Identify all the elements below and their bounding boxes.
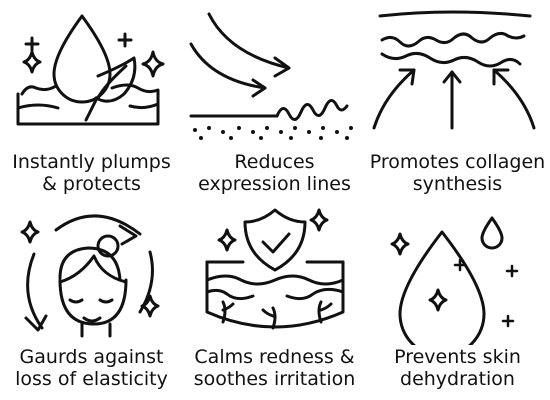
benefit-dehydration: Prevents skin dehydration — [366, 200, 549, 400]
caption-line-2: loss of elasticity — [15, 368, 168, 390]
drop-leaf-skin-icon — [0, 0, 183, 145]
water-drop-icon — [366, 200, 549, 345]
caption-line-2: expression lines — [198, 173, 351, 195]
caption-line-2: synthesis — [412, 173, 503, 195]
caption-line-1: Prevents skin — [394, 346, 521, 368]
caption-line-1: Promotes collagen — [369, 151, 546, 173]
benefit-caption: Reduces expression lines — [183, 151, 366, 195]
benefit-caption: Calms redness & soothes irritation — [183, 346, 366, 390]
collagen-arrows-icon — [366, 0, 549, 145]
benefit-collagen: Promotes collagen synthesis — [366, 0, 549, 200]
caption-line-2: soothes irritation — [193, 368, 356, 390]
benefit-calms-redness: Calms redness & soothes irritation — [183, 200, 366, 400]
caption-line-1: Reduces — [234, 151, 315, 173]
caption-line-2: dehydration — [400, 368, 515, 390]
face-cycle-icon — [0, 200, 183, 345]
benefit-caption: Instantly plumps & protects — [0, 151, 183, 195]
shield-skin-icon — [183, 200, 366, 345]
caption-line-1: Instantly plumps — [12, 151, 171, 173]
benefit-expression-lines: Reduces expression lines — [183, 0, 366, 200]
benefit-plumps-protects: Instantly plumps & protects — [0, 0, 183, 200]
benefit-elasticity: Gaurds against loss of elasticity — [0, 200, 183, 400]
benefit-caption: Promotes collagen synthesis — [366, 151, 549, 195]
benefit-caption: Prevents skin dehydration — [366, 346, 549, 390]
smoothing-lines-icon — [183, 0, 366, 145]
caption-line-2: & protects — [42, 173, 141, 195]
benefit-caption: Gaurds against loss of elasticity — [0, 346, 183, 390]
caption-line-1: Calms redness & — [194, 346, 355, 368]
caption-line-1: Gaurds against — [19, 346, 164, 368]
